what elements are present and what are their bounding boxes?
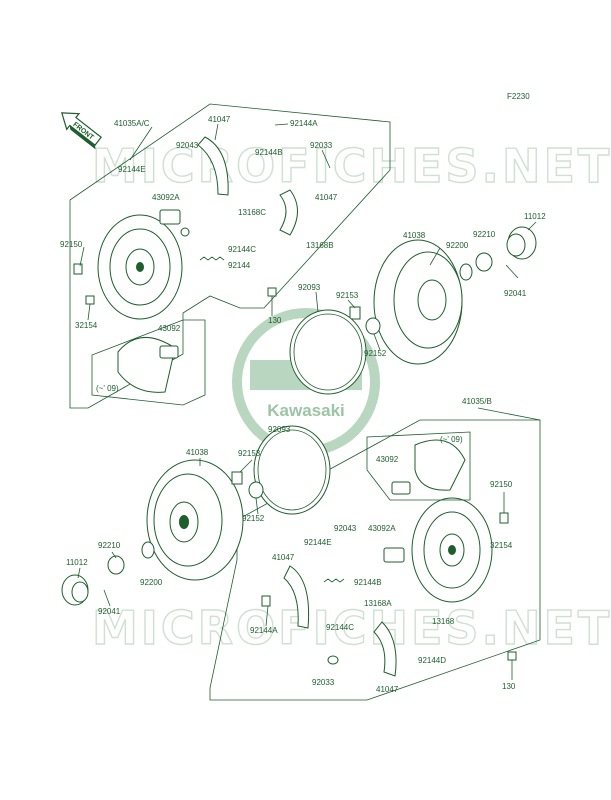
label-09-bottom: (~' 09) xyxy=(440,435,463,444)
figure-code: F2230 xyxy=(507,92,530,101)
label-41035-b: 41035/B xyxy=(462,397,492,406)
brake-drum-bottom xyxy=(146,459,244,581)
label-41038-top: 41038 xyxy=(403,231,426,240)
label-130-bottom: 130 xyxy=(502,682,516,691)
label-32154-bottom: 32154 xyxy=(490,541,513,550)
seal-92200-bottom xyxy=(141,541,155,559)
pin-92041-top xyxy=(505,264,519,279)
label-41047-top-2: 41047 xyxy=(315,193,338,202)
label-92210-top: 92210 xyxy=(473,230,496,239)
bolt-130-top xyxy=(267,287,277,297)
label-92041-bottom: 92041 xyxy=(98,607,121,616)
brake-shoe-top-2 xyxy=(279,189,298,236)
wheel-cylinder-bottom xyxy=(383,547,405,563)
label-43092a-top: 43092A xyxy=(152,193,180,202)
label-43092-bottom: 43092 xyxy=(376,455,399,464)
nut-92210-bottom xyxy=(107,555,125,575)
seal-92200-top xyxy=(459,263,473,281)
label-92144c-top: 92144C xyxy=(228,245,256,254)
brake-drum-top xyxy=(373,239,463,365)
seal-92152-bottom xyxy=(248,481,264,499)
seal-92152-top xyxy=(365,317,381,335)
label-92153-top: 92153 xyxy=(336,291,359,300)
o-ring-92093-bottom xyxy=(253,425,331,515)
label-41035a-c: 41035A/C xyxy=(114,119,150,128)
top-assembly-outline xyxy=(69,103,391,409)
o-ring-92093-top xyxy=(289,309,367,395)
inset-box-bottom xyxy=(366,431,471,501)
front-arrow-icon: FRONT xyxy=(61,112,103,150)
label-92210-bottom: 92210 xyxy=(98,541,121,550)
label-130-top: 130 xyxy=(268,316,282,325)
label-92033-bottom: 92033 xyxy=(312,678,335,687)
label-92150-top: 92150 xyxy=(60,240,83,249)
ring-92033-bottom xyxy=(327,655,339,665)
cap-11012-bottom xyxy=(61,574,89,606)
wheel-cylinder-inset xyxy=(117,336,179,393)
label-92093-mid: 92093 xyxy=(268,425,291,434)
label-92144a-bottom: 92144A xyxy=(250,626,278,635)
watermark-top: MICROFICHES.NET xyxy=(92,139,611,193)
label-92200-bottom: 92200 xyxy=(140,578,163,587)
brake-shoe-top-1 xyxy=(197,136,229,196)
label-92144d: 92144D xyxy=(418,656,446,665)
label-92144b-bottom: 92144B xyxy=(354,578,382,587)
wheel-cylinder-inset-bottom xyxy=(391,439,466,495)
label-92150-bottom: 92150 xyxy=(490,480,513,489)
clip-92144a-bottom xyxy=(261,595,271,607)
label-13168b: 13168B xyxy=(306,241,334,250)
spring-bottom xyxy=(323,578,345,583)
label-92144e-bottom: 92144E xyxy=(304,538,332,547)
label-92144c-bottom: 92144C xyxy=(326,623,354,632)
label-92144a-top: 92144A xyxy=(290,119,318,128)
label-13168-bottom: 13168 xyxy=(432,617,455,626)
label-92144e-top: 92144E xyxy=(118,165,146,174)
label-32154-top: 32154 xyxy=(75,321,98,330)
brake-shoe-bottom-1 xyxy=(283,565,310,629)
label-92093-top: 92093 xyxy=(298,283,321,292)
label-41038-bottom: 41038 xyxy=(186,448,209,457)
label-09-top: (~' 09) xyxy=(96,384,119,393)
label-43092a-bottom: 43092A xyxy=(368,524,396,533)
bolt-92150-top xyxy=(73,263,83,275)
label-92144b-top: 92144B xyxy=(255,148,283,157)
nut-92210-top xyxy=(475,252,493,272)
bolt-130-bottom xyxy=(507,651,517,661)
label-41047-top: 41047 xyxy=(208,115,231,124)
cap-11012-top xyxy=(506,226,537,260)
spring-top xyxy=(199,256,225,261)
part-labels: 41035A/C 92144E 41047 92043 92144A 92144… xyxy=(60,115,546,694)
leader-lines xyxy=(77,123,541,680)
label-13168c: 13168C xyxy=(238,208,266,217)
nut-32154-top xyxy=(85,295,95,305)
label-11012-bottom: 11012 xyxy=(66,558,88,567)
label-92043-bottom: 92043 xyxy=(334,524,357,533)
label-92043-top: 92043 xyxy=(176,141,199,150)
bolt-92153-bottom xyxy=(231,471,243,485)
label-41047-bottom: 41047 xyxy=(272,553,295,562)
label-92144-top: 92144 xyxy=(228,261,251,270)
logo-wordmark: Kawasaki xyxy=(267,401,345,420)
brake-shoe-bottom-2 xyxy=(373,621,397,677)
pin-92041-bottom xyxy=(103,589,111,607)
inset-box-top xyxy=(91,319,206,406)
label-41047-bottom-2: 41047 xyxy=(376,685,399,694)
label-92153-bottom: 92153 xyxy=(238,449,261,458)
label-92152-top: 92152 xyxy=(364,349,387,358)
label-92041-top: 92041 xyxy=(504,289,527,298)
backing-plate-bottom xyxy=(411,497,493,603)
label-43092-top: 43092 xyxy=(158,324,181,333)
bolt-92153-top xyxy=(349,306,361,320)
label-92033-top: 92033 xyxy=(310,141,333,150)
bolt-92150-bottom xyxy=(499,512,509,524)
label-11012-top: 11012 xyxy=(524,212,546,221)
label-92200-top: 92200 xyxy=(446,241,469,250)
label-92152-bottom: 92152 xyxy=(242,514,265,523)
backing-plate-top xyxy=(97,214,183,320)
label-13168a: 13168A xyxy=(364,599,392,608)
wheel-cylinder-top xyxy=(159,209,190,237)
watermark-bottom: MICROFICHES.NET xyxy=(92,601,611,655)
